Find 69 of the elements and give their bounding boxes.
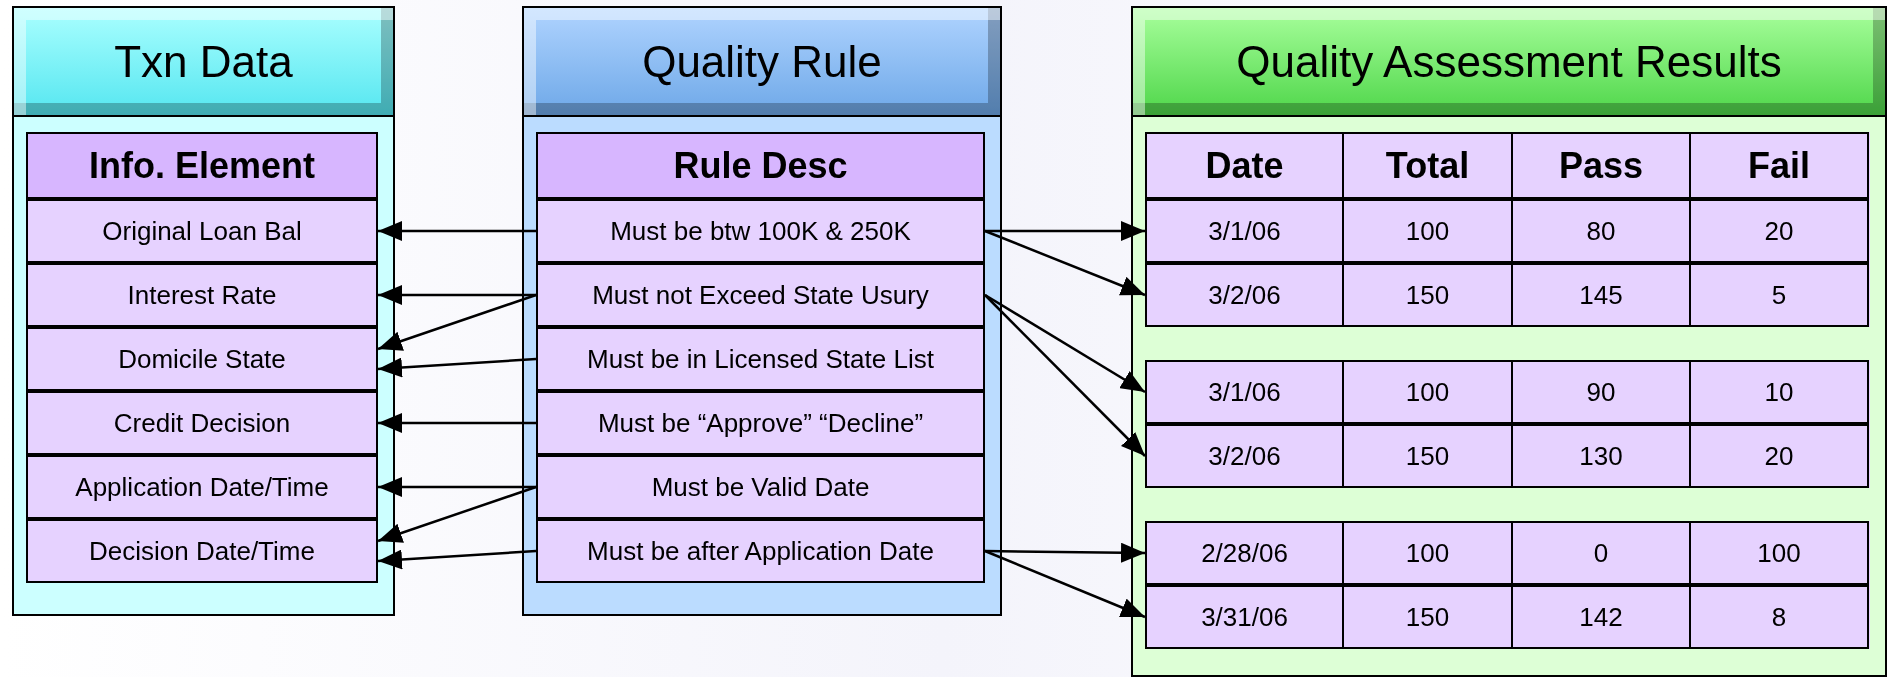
- table-cell: 5: [1689, 263, 1869, 327]
- arrow: [984, 293, 1146, 394]
- table-row: [1145, 263, 1870, 327]
- table-cell: 100: [1342, 199, 1513, 263]
- table-cell: 3/31/06: [1145, 585, 1344, 649]
- arrow: [985, 542, 1145, 563]
- column-header: Rule Desc: [536, 132, 985, 199]
- table-cell: Interest Rate: [26, 263, 378, 327]
- panel-title: Quality Assessment Results: [1131, 6, 1887, 117]
- arrow: [377, 549, 537, 570]
- table-cell: 80: [1511, 199, 1691, 263]
- table-cell: Decision Date/Time: [26, 519, 378, 583]
- arrow: [377, 485, 537, 543]
- table-cell: Must be btw 100K & 250K: [536, 199, 985, 263]
- table-cell: Must be in Licensed State List: [536, 327, 985, 391]
- table-cell: 3/1/06: [1145, 360, 1344, 424]
- column-header: Pass: [1511, 132, 1691, 199]
- table-cell: 3/1/06: [1145, 199, 1344, 263]
- table-cell: Must be after Application Date: [536, 519, 985, 583]
- table-cell: 100: [1342, 360, 1513, 424]
- table-cell: 90: [1511, 360, 1691, 424]
- table-cell: 130: [1511, 424, 1691, 488]
- table-cell: Application Date/Time: [26, 455, 378, 519]
- arrow: [378, 285, 536, 305]
- column-header: Date: [1145, 132, 1344, 199]
- table-cell: 0: [1511, 521, 1691, 585]
- table-cell: Must be “Approve” “Decline”: [536, 391, 985, 455]
- arrow: [378, 413, 536, 433]
- table-header-row: [1145, 132, 1870, 199]
- table-row: [1145, 199, 1870, 263]
- table-cell: 100: [1342, 521, 1513, 585]
- panel-title: Txn Data: [12, 6, 395, 117]
- table-cell: Original Loan Bal: [26, 199, 378, 263]
- table-cell: Must be Valid Date: [536, 455, 985, 519]
- table-cell: 142: [1511, 585, 1691, 649]
- arrow: [984, 549, 1146, 619]
- arrow: [985, 221, 1145, 241]
- table-cell: 145: [1511, 263, 1691, 327]
- column-header: Total: [1342, 132, 1513, 199]
- arrow: [378, 221, 536, 241]
- table-cell: 3/2/06: [1145, 424, 1344, 488]
- table-cell: 2/28/06: [1145, 521, 1344, 585]
- table-cell: 3/2/06: [1145, 263, 1344, 327]
- table-cell: 10: [1689, 360, 1869, 424]
- table-cell: 150: [1342, 424, 1513, 488]
- arrow: [984, 294, 1146, 457]
- table-cell: Domicile State: [26, 327, 378, 391]
- arrow: [984, 229, 1146, 297]
- table-cell: 100: [1689, 521, 1869, 585]
- table-cell: 20: [1689, 424, 1869, 488]
- table-cell: 20: [1689, 199, 1869, 263]
- column-header: Fail: [1689, 132, 1869, 199]
- arrow: [378, 477, 536, 497]
- arrow: [377, 357, 537, 378]
- table-cell: Must not Exceed State Usury: [536, 263, 985, 327]
- table-row: [1145, 360, 1870, 424]
- panel: [1131, 6, 1887, 677]
- panel: [522, 6, 1002, 616]
- table-row: [1145, 424, 1870, 488]
- panel-title: Quality Rule: [522, 6, 1002, 117]
- panel: [12, 6, 395, 616]
- table-row: [1145, 585, 1870, 649]
- table-cell: Credit Decision: [26, 391, 378, 455]
- table-cell: 150: [1342, 585, 1513, 649]
- table-cell: 150: [1342, 263, 1513, 327]
- arrow: [377, 293, 537, 351]
- table-row: [1145, 521, 1870, 585]
- table-cell: 8: [1689, 585, 1869, 649]
- column-header: Info. Element: [26, 132, 378, 199]
